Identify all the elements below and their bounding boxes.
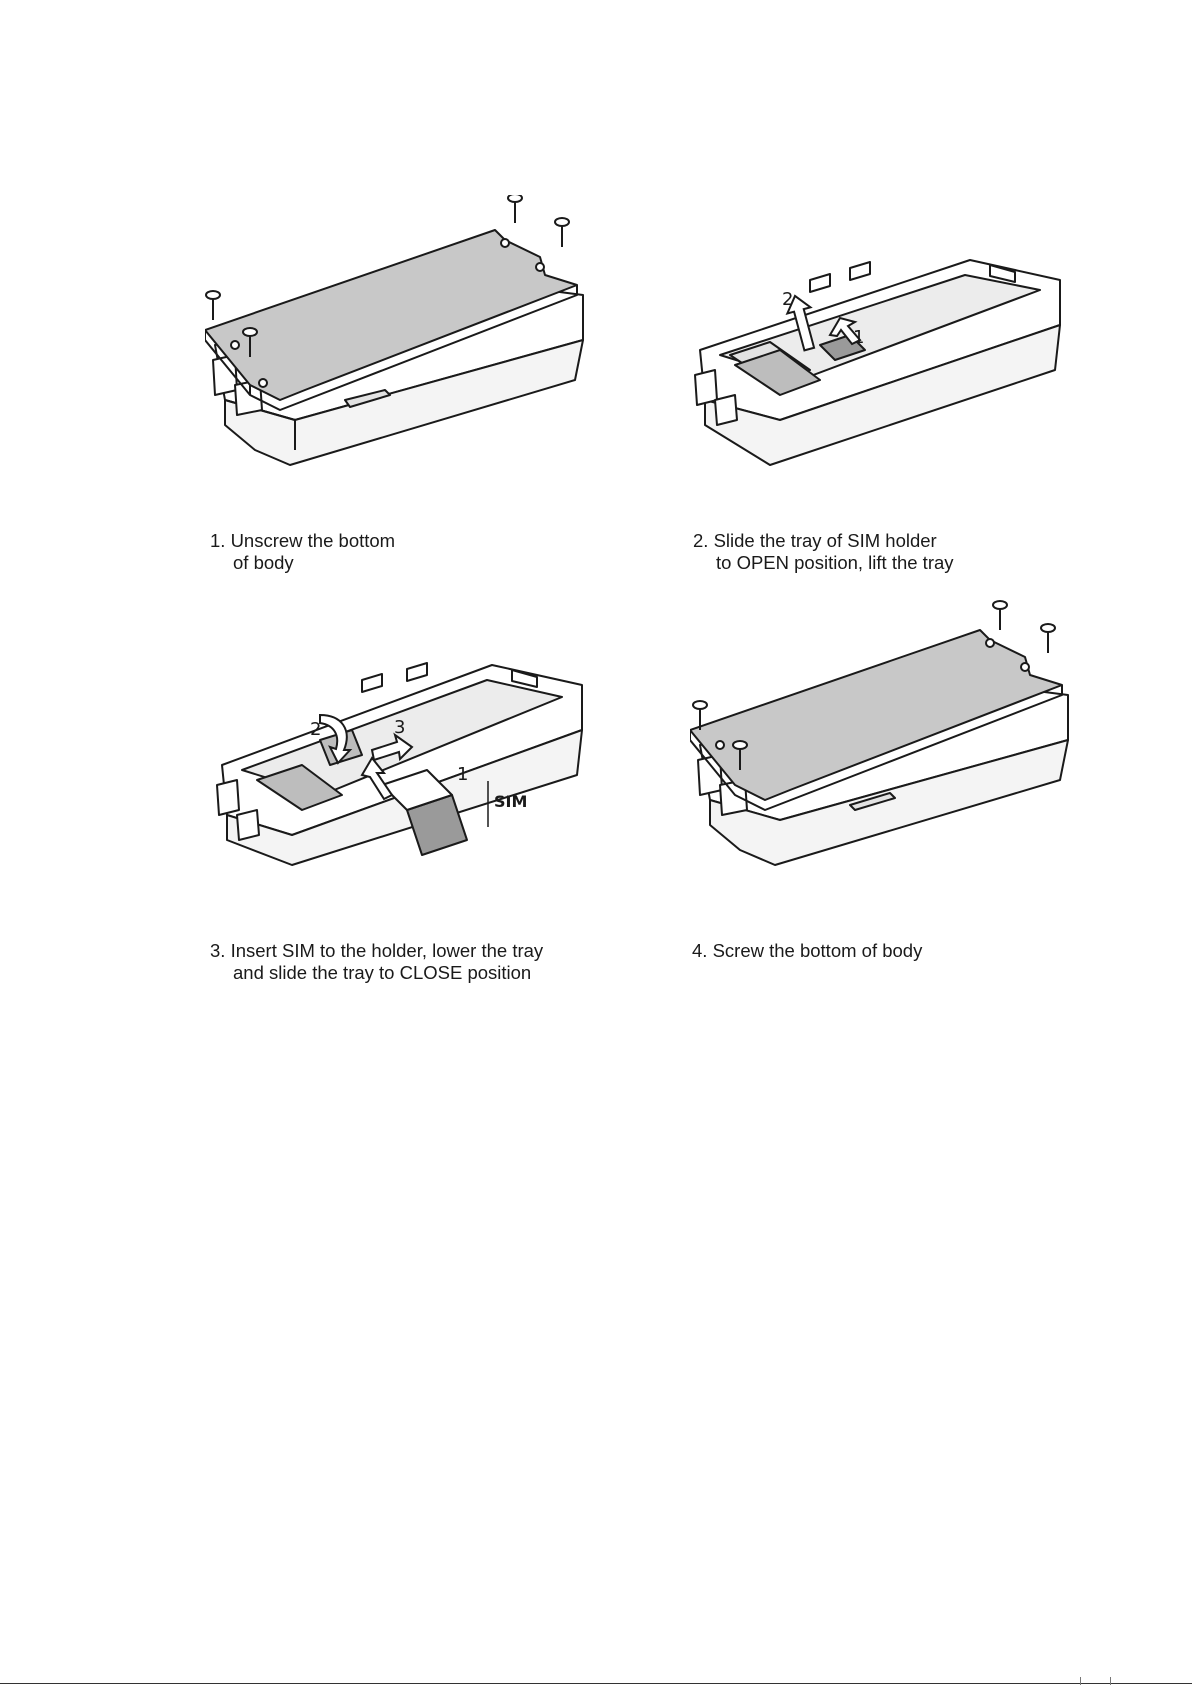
step-1-line-1: 1. Unscrew the bottom	[210, 530, 395, 551]
step-4-illustration	[690, 595, 1090, 895]
page-bottom-tick	[1110, 1677, 1111, 1685]
screw-hole	[536, 263, 544, 271]
screw-hole	[1021, 663, 1029, 671]
step-2-illustration: 2 1	[690, 250, 1080, 480]
step-3-callout-2: 2	[310, 719, 321, 740]
screw-icon	[508, 195, 522, 223]
screw-icon	[206, 291, 220, 320]
step-3-line-1: 3. Insert SIM to the holder, lower the t…	[210, 940, 543, 961]
step-2-caption: 2. Slide the tray of SIM holder to OPEN …	[693, 530, 954, 574]
step-3-callout-3: 3	[394, 717, 405, 738]
screw-hole	[501, 239, 509, 247]
screw-icon	[555, 218, 569, 247]
step-2-line-1: 2. Slide the tray of SIM holder	[693, 530, 937, 551]
step-3-callout-1: 1	[457, 764, 468, 785]
step-2-callout-2: 2	[782, 289, 793, 310]
page-bottom-tick	[1080, 1677, 1081, 1685]
step-1-caption: 1. Unscrew the bottom of body	[210, 530, 395, 574]
step-3-illustration: SIM 2 3 1	[212, 655, 602, 905]
step-1-illustration	[205, 195, 605, 495]
step-4-line-1: 4. Screw the bottom of body	[692, 940, 922, 961]
sim-label: SIM	[494, 792, 527, 811]
screw-icon	[993, 601, 1007, 630]
step-4-device-drawing	[690, 595, 1090, 895]
step-2-callout-1: 1	[853, 327, 864, 348]
screw-hole	[716, 741, 724, 749]
screw-hole	[259, 379, 267, 387]
screw-hole	[986, 639, 994, 647]
page-bottom-rule	[0, 1683, 1192, 1684]
step-4-caption: 4. Screw the bottom of body	[692, 940, 922, 962]
screw-icon	[1041, 624, 1055, 653]
step-2-device-drawing: 2 1	[690, 250, 1080, 480]
step-3-line-2: and slide the tray to CLOSE position	[210, 962, 543, 984]
screw-hole	[231, 341, 239, 349]
step-2-line-2: to OPEN position, lift the tray	[693, 552, 954, 574]
step-3-caption: 3. Insert SIM to the holder, lower the t…	[210, 940, 543, 984]
step-3-device-drawing: SIM 2 3 1	[212, 655, 602, 905]
step-1-device-drawing	[205, 195, 605, 495]
step-1-line-2: of body	[210, 552, 395, 574]
